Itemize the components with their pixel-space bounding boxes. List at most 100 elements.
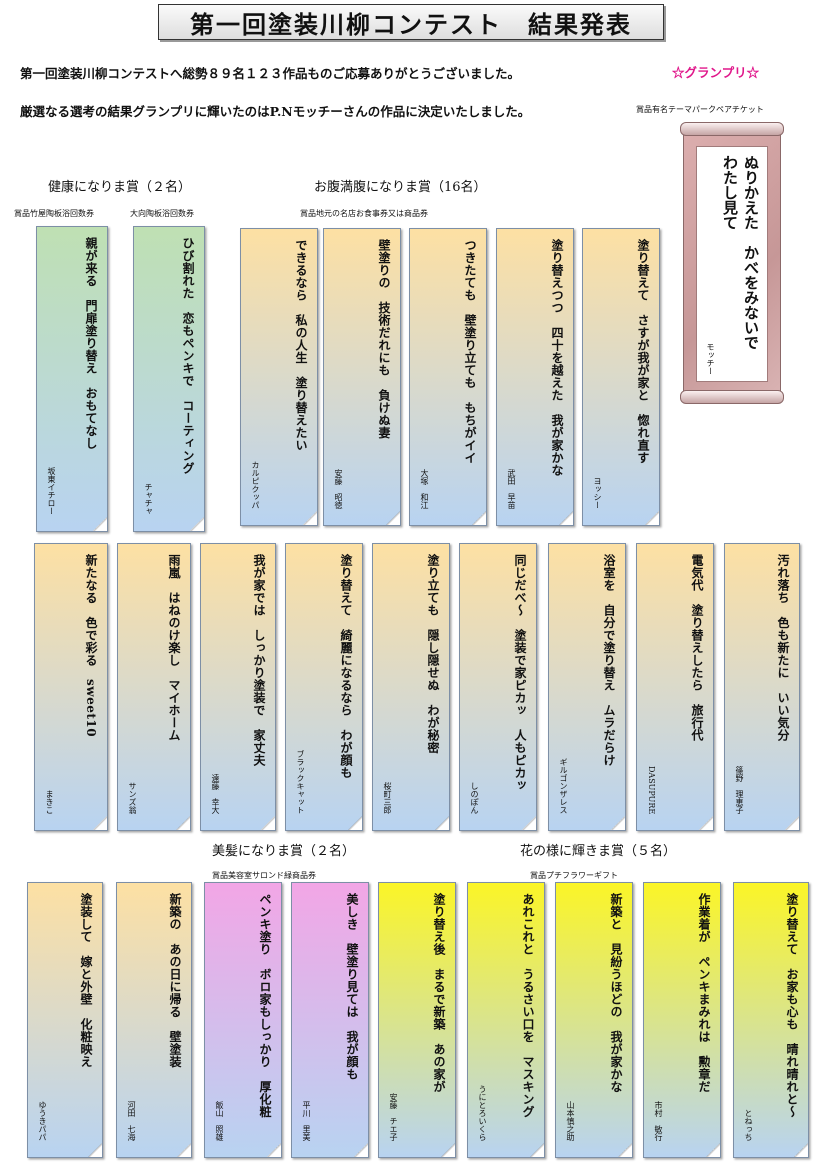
category-hana: 花の様に輝きま賞（５名） <box>520 844 677 859</box>
senryu-author: 市村 敏行 <box>654 1101 663 1141</box>
senryu-card: 新築と 見紛うほどの 我が家かな山本慎之助 <box>555 882 633 1158</box>
page-curl <box>176 816 190 830</box>
page-curl <box>522 816 536 830</box>
thanks-line: 第一回塗装川柳コンテストへ総勢８９名１２３作品ものご応募ありがとうございました。 <box>20 66 521 81</box>
senryu-card: できるなら 私の人生 塗り替えたいカルピクッパ <box>240 228 318 526</box>
category-onaka: お腹満腹になりま賞（16名） <box>314 180 487 195</box>
grandprix-poem: ぬりかえた かべをみないで わたし見て <box>721 155 760 350</box>
category-bihatsu: 美髪になりま賞（２名） <box>212 844 356 859</box>
senryu-text: 新築と 見紛うほどの 我が家かな <box>609 893 623 1093</box>
page-curl <box>435 816 449 830</box>
senryu-author: とねっち <box>744 1109 753 1141</box>
page-curl <box>706 1143 720 1157</box>
page-curl <box>785 816 799 830</box>
senryu-author: 山本慎之助 <box>566 1101 575 1141</box>
senryu-text: 同じだべ～ 塗装で家ピカッ 人もピカッ <box>513 554 527 792</box>
page-curl <box>645 511 659 525</box>
page-curl-shadow <box>386 511 400 525</box>
senryu-card: あれこれと うるさい口を マスキングうにとろいくら <box>467 882 545 1158</box>
senryu-text: 新築の あの日に帰る 壁塗装 <box>168 893 182 1068</box>
senryu-card: 汚れ落ち 色も新たに いい気分篠野 理恵子 <box>724 543 800 831</box>
senryu-author: 桜町三郎 <box>383 782 392 814</box>
senryu-author: 安藤 昭徳 <box>334 469 343 509</box>
senryu-author: ブラックキャット <box>296 750 305 814</box>
grandprix-author: モッチー <box>706 343 715 375</box>
page-curl-shadow <box>93 517 107 531</box>
hana-prize: 賞品プチフラワーギフト <box>530 871 618 880</box>
senryu-text: 塗り替えて お家も心も 晴れ晴れと～ <box>785 893 799 1118</box>
senryu-author: 大塚 和江 <box>420 469 429 509</box>
senryu-text: 我が家では しっかり塗装で 家丈夫 <box>252 554 266 767</box>
page-curl-shadow <box>699 816 713 830</box>
scroll-inner: ぬりかえた かべをみないで わたし見て モッチー <box>696 146 768 382</box>
page-curl <box>261 816 275 830</box>
senryu-card: 塗装して 嫁と外壁 化粧映えゆうきパパ <box>27 882 103 1158</box>
senryu-text: 電気代 塗り替えしたら 旅行代 <box>690 554 704 742</box>
page-curl-shadow <box>354 1143 368 1157</box>
senryu-author: 平川 里美 <box>302 1101 311 1141</box>
page-curl <box>88 1143 102 1157</box>
senryu-author: 坂東イチロー <box>47 467 56 515</box>
page-curl-shadow <box>303 511 317 525</box>
senryu-author: DASUPURE <box>647 765 656 814</box>
senryu-text: できるなら 私の人生 塗り替えたい <box>294 239 308 452</box>
senryu-card: 同じだべ～ 塗装で家ピカッ 人もピカッしのぽん <box>459 543 537 831</box>
senryu-author: 遠藤 幸大 <box>211 774 220 814</box>
page-curl-shadow <box>348 816 362 830</box>
page-curl-shadow <box>530 1143 544 1157</box>
senryu-text: 浴室を 自分で塗り替え ムラだらけ <box>602 554 616 767</box>
senryu-text: ひび割れた 恋もペンキで コーティング <box>181 237 195 475</box>
result-line: 厳選なる選考の結果グランプリに輝いたのはP.Nモッチーさんの作品に決定いたしまし… <box>20 104 531 119</box>
page-curl <box>267 1143 281 1157</box>
page-curl-shadow <box>472 511 486 525</box>
page-curl <box>177 1143 191 1157</box>
page-curl-shadow <box>645 511 659 525</box>
page-curl <box>618 1143 632 1157</box>
page-curl <box>559 511 573 525</box>
page-curl <box>699 816 713 830</box>
senryu-card: 塗り替えて 綺麗になるなら わが顔もブラックキャット <box>285 543 363 831</box>
senryu-author: しのぽん <box>470 782 479 814</box>
page-curl <box>93 517 107 531</box>
senryu-text: 壁塗りの 技術だれにも 負けぬ妻 <box>377 239 391 439</box>
page-curl <box>794 1143 808 1157</box>
senryu-text: 塗り替えて 綺麗になるなら わが顔も <box>339 554 353 779</box>
senryu-card: 新たなる 色で彩る sweet10 まきこ <box>34 543 108 831</box>
senryu-card: 塗り替えて お家も心も 晴れ晴れと～ とねっち <box>733 882 809 1158</box>
senryu-author: カルピクッパ <box>251 461 260 509</box>
page-curl <box>303 511 317 525</box>
senryu-author: まきこ <box>45 790 54 814</box>
senryu-text: 親が来る 門扉塗り替え おもてなし <box>84 237 98 450</box>
senryu-author: チャチャ <box>144 483 153 515</box>
page-curl-shadow <box>522 816 536 830</box>
page-curl-shadow <box>267 1143 281 1157</box>
senryu-author: 篠野 理恵子 <box>735 766 744 814</box>
page-curl-shadow <box>559 511 573 525</box>
grandprix-prize-note: 賞品有名テーマパークペアチケット <box>636 105 764 114</box>
senryu-author: ヨッシー <box>593 477 602 509</box>
bihatsu-prize: 賞品美容室サロンド緑商品券 <box>212 871 316 880</box>
senryu-author: うにとろいくら <box>478 1085 487 1141</box>
senryu-card: 美しき 壁塗り見ては 我が顔も平川 里美 <box>291 882 369 1158</box>
kenko-prize-1: 賞品竹屋陶板浴回数券 <box>14 209 94 218</box>
senryu-text: 塗り替え後 まるで新築 あの家が <box>432 893 446 1093</box>
page-curl <box>611 816 625 830</box>
senryu-text: 作業着が ペンキまみれは 勲章だ <box>697 893 711 1093</box>
senryu-text: 塗り替えつつ 四十を越えた 我が家かな <box>550 239 564 477</box>
page-curl <box>530 1143 544 1157</box>
senryu-text: 新たなる 色で彩る sweet10 <box>84 554 98 738</box>
senryu-author: サンズ翁 <box>128 782 137 814</box>
senryu-text: 汚れ落ち 色も新たに いい気分 <box>776 554 790 742</box>
senryu-text: 雨嵐 はねのけ楽し マイホーム <box>167 554 181 742</box>
senryu-card: 親が来る 門扉塗り替え おもてなし坂東イチロー <box>36 226 108 532</box>
senryu-text: 塗装して 嫁と外壁 化粧映え <box>79 893 93 1068</box>
category-kenko: 健康になりま賞（２名） <box>48 180 192 195</box>
senryu-card: ひび割れた 恋もペンキで コーティングチャチャ <box>133 226 205 532</box>
page-curl-shadow <box>176 816 190 830</box>
page-curl <box>348 816 362 830</box>
senryu-card: 電気代 塗り替えしたら 旅行代 DASUPURE <box>636 543 714 831</box>
page-curl-shadow <box>794 1143 808 1157</box>
senryu-card: 我が家では しっかり塗装で 家丈夫遠藤 幸大 <box>200 543 276 831</box>
senryu-text: 美しき 壁塗り見ては 我が顔も <box>345 893 359 1081</box>
senryu-card: ペンキ塗り ボロ家もしっかり 厚化粧飯山 照雄 <box>204 882 282 1158</box>
